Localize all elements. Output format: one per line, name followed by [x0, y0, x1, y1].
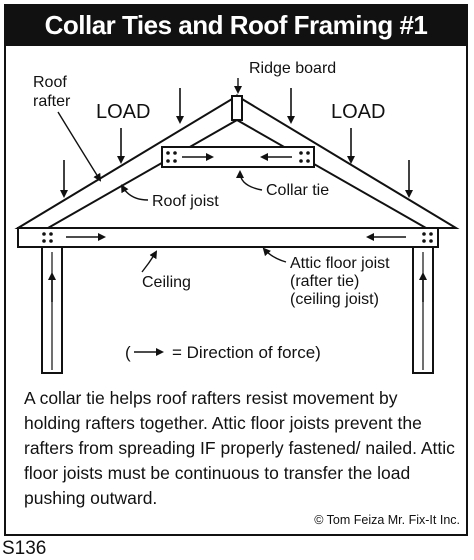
joist-nail — [422, 239, 426, 243]
caption-text: A collar tie helps roof rafters resist m… — [24, 388, 455, 508]
leader-attic-joist — [262, 247, 287, 263]
collar-nail — [173, 159, 177, 163]
legend-open-paren: ( — [125, 343, 131, 362]
label-roof-rafter: Roof — [33, 74, 67, 91]
collar-tie — [161, 146, 315, 168]
label-ridge-board: Ridge board — [249, 60, 336, 77]
label-roof-joist: Roof joist — [152, 193, 219, 210]
collar-nail — [173, 151, 177, 155]
label-load-left: LOAD — [96, 101, 150, 123]
joist-nail — [42, 239, 46, 243]
label-rafter-tie: (rafter tie) — [290, 273, 359, 290]
ridge-board — [231, 95, 243, 121]
leader-collar-tie — [236, 170, 263, 191]
legend-text: = Direction of force) — [172, 343, 321, 362]
label-load-right: LOAD — [331, 101, 385, 123]
leader-roof-rafter — [57, 111, 102, 182]
leader-ceiling — [141, 250, 158, 273]
leader-roof-joist — [121, 184, 149, 201]
label-ceiling: Ceiling — [142, 274, 191, 291]
joist-nail — [422, 232, 426, 236]
collar-nail — [306, 159, 310, 163]
joist-nail — [429, 239, 433, 243]
label-collar-tie: Collar tie — [266, 182, 329, 199]
copyright-credit: © Tom Feiza Mr. Fix-It Inc. — [314, 513, 460, 527]
joist-nail — [49, 239, 53, 243]
figure-code: S136 — [2, 538, 47, 559]
label-ceiling-joist: (ceiling joist) — [290, 291, 379, 308]
collar-nail — [166, 151, 170, 155]
joist-nail — [42, 232, 46, 236]
joist-nail — [429, 232, 433, 236]
title: Collar Ties and Roof Framing #1 — [4, 4, 468, 46]
label-attic-floor-joist: Attic floor joist — [290, 255, 390, 272]
collar-nail — [306, 151, 310, 155]
joist-nail — [49, 232, 53, 236]
collar-nail — [299, 159, 303, 163]
label-roof-rafter: rafter — [33, 93, 71, 110]
attic-floor-joist — [17, 227, 439, 248]
collar-nail — [299, 151, 303, 155]
collar-nail — [166, 159, 170, 163]
